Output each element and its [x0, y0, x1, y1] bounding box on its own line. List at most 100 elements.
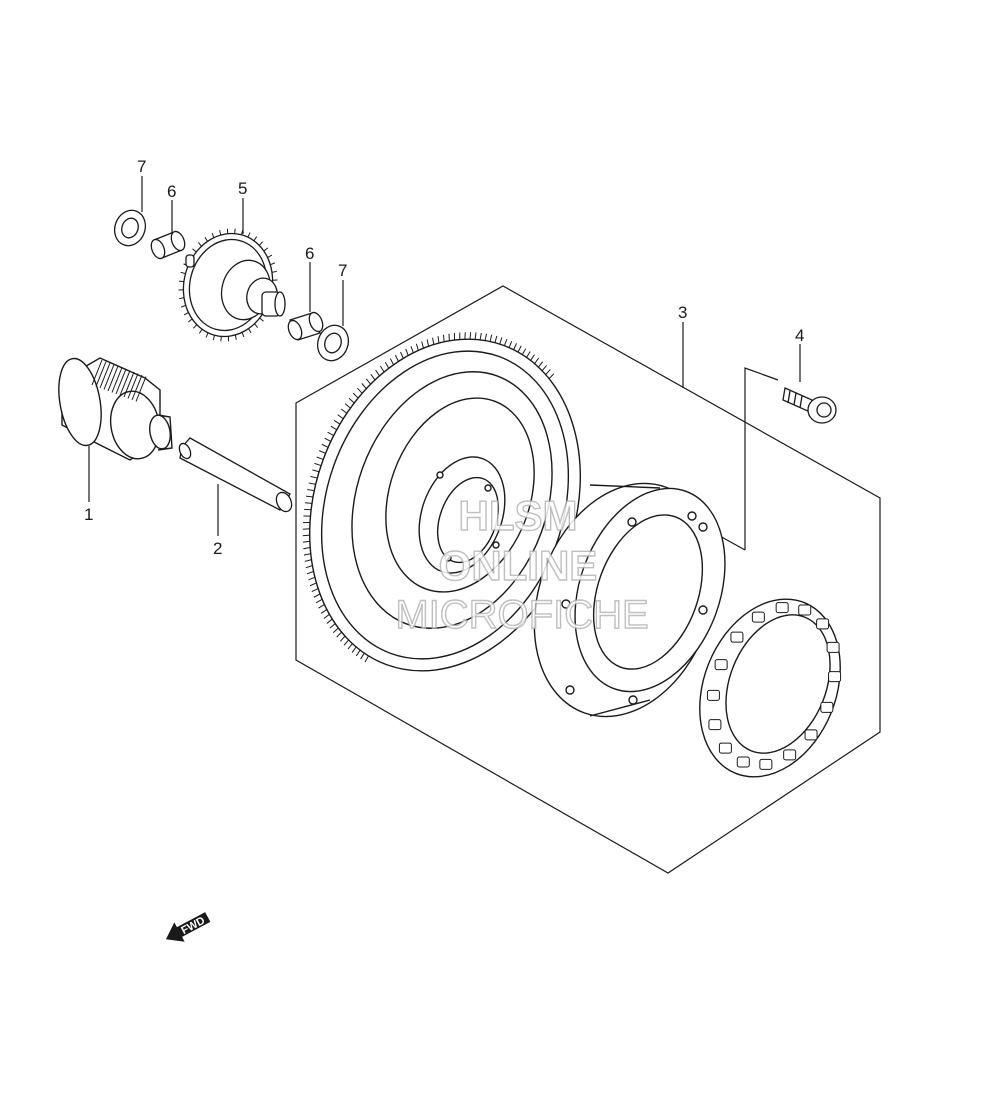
callout-7-right: 7 [338, 261, 347, 280]
gear-tooth [364, 655, 369, 663]
gear-tooth [432, 337, 435, 345]
gear-tooth [348, 397, 355, 404]
gear-tooth [537, 361, 544, 368]
gear-tooth [517, 345, 522, 353]
sprag-roller [816, 618, 830, 630]
gear-tooth [320, 609, 328, 614]
gear-tooth [305, 565, 313, 569]
gear-tooth [324, 437, 332, 442]
gear-tooth [263, 247, 269, 252]
gear-tooth [321, 443, 329, 448]
spline-tooth [123, 371, 135, 398]
sprag-roller [736, 756, 750, 768]
gear-tooth [410, 346, 414, 354]
spline-tooth [91, 359, 103, 386]
gear-tooth [318, 604, 325, 609]
gear-tooth [508, 340, 513, 348]
gear-tooth [212, 335, 216, 341]
gear-tooth [178, 280, 184, 283]
callout-4: 4 [795, 326, 804, 345]
bolt-icon [782, 387, 837, 424]
gear-tooth [375, 369, 380, 377]
gear-tooth [180, 304, 186, 308]
spline-tooth [131, 374, 143, 401]
callout-6-left: 6 [167, 182, 176, 201]
gear-tooth [521, 348, 527, 355]
watermark: HLSM ONLINE MICROFICHE [395, 491, 650, 637]
gear-tooth [327, 431, 334, 437]
gear-tooth [389, 358, 395, 365]
sprag-roller [751, 611, 765, 623]
gear-tooth [352, 392, 359, 399]
callout-2: 2 [213, 539, 222, 558]
gear-tooth [179, 297, 185, 300]
watermark-line-2: ONLINE [439, 542, 598, 589]
gear-tooth [180, 271, 186, 275]
gear-tooth [545, 369, 551, 375]
callout-3: 3 [678, 303, 687, 322]
gear-tooth [219, 230, 222, 236]
spline-tooth [95, 361, 107, 387]
gear-tooth [340, 408, 348, 414]
gear-tooth [308, 576, 316, 581]
gear-tooth [309, 582, 317, 587]
sprag-roller [718, 742, 732, 754]
gear-tooth [318, 450, 326, 454]
gear-tooth [205, 332, 209, 338]
gear-tooth [271, 270, 277, 273]
gear-tooth [312, 469, 320, 473]
gear-tooth [304, 559, 312, 562]
gear-tooth [474, 332, 477, 340]
gear-tooth [534, 357, 540, 364]
gear-tooth [305, 495, 314, 498]
gear-tooth [479, 332, 482, 340]
gear-tooth [254, 323, 259, 328]
spline-tooth [127, 373, 139, 399]
gear-tooth [337, 414, 344, 420]
leader-lines [88, 176, 801, 536]
one-way-clutch-icon [699, 598, 842, 778]
sprag-roller [820, 701, 834, 713]
sprag-roller [826, 641, 840, 653]
gear-tooth [311, 588, 319, 593]
gear-tooth [306, 571, 314, 575]
spline-tooth [135, 376, 147, 402]
gear-tooth [204, 236, 208, 242]
idle-gear-icon [178, 228, 286, 342]
gear-tooth [379, 365, 385, 373]
gear-tooth [303, 546, 311, 550]
gear-tooth [469, 332, 472, 340]
gear-tooth [247, 232, 251, 238]
gear-tooth [326, 618, 333, 624]
gear-tooth [310, 475, 318, 479]
gear-tooth [355, 649, 361, 657]
assembly-frame [295, 285, 881, 874]
gear-tooth [192, 324, 198, 329]
callout-7-left: 7 [137, 157, 146, 176]
gear-tooth [370, 374, 376, 381]
spline-tooth [103, 364, 115, 390]
gear-tooth [308, 482, 316, 485]
spline-tooth [119, 370, 131, 396]
gear-tooth [405, 348, 409, 356]
gear-tooth [339, 635, 346, 642]
callout-5: 5 [238, 179, 247, 198]
gear-tooth [499, 337, 503, 345]
gear-tooth [484, 333, 488, 341]
sprag-roller [714, 659, 728, 671]
gear-tooth [329, 623, 336, 629]
gear-tooth [442, 334, 445, 342]
spline-tooth [115, 368, 127, 395]
gear-tooth [183, 312, 189, 316]
gear-tooth [357, 387, 363, 394]
gear-tooth [548, 373, 555, 379]
gear-tooth [365, 378, 372, 385]
gear-tooth [526, 351, 531, 358]
gear-tooth [197, 242, 202, 247]
washer-right-icon [316, 324, 350, 362]
gear-tooth [426, 339, 430, 347]
fwd-direction-badge: FWD [165, 912, 211, 942]
gear-tooth [394, 354, 399, 362]
gear-tooth [267, 254, 273, 258]
gear-tooth [234, 334, 237, 340]
